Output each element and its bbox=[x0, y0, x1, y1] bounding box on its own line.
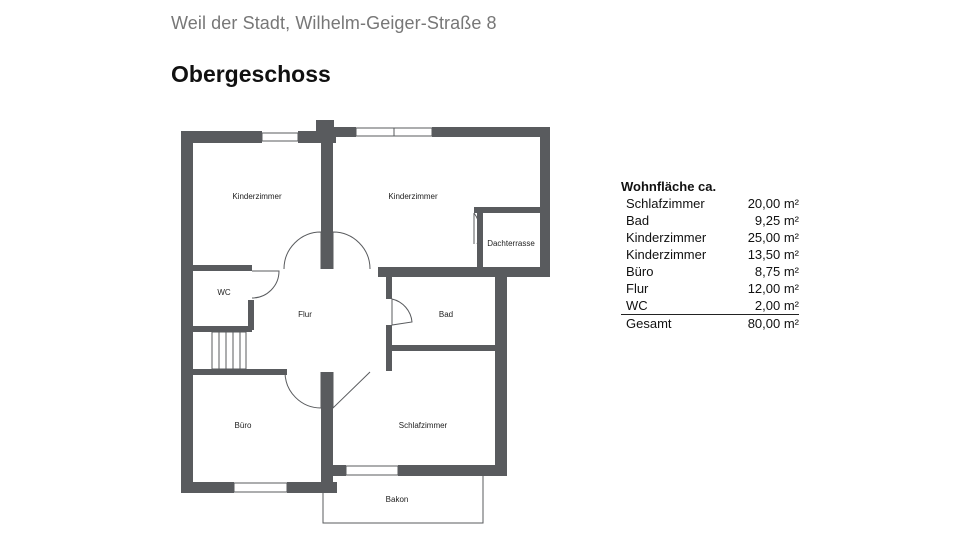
room-label-buero: Büro bbox=[235, 421, 252, 430]
area-row-value: 2,00 m² bbox=[754, 298, 799, 313]
room-label-wc: WC bbox=[217, 288, 231, 297]
room-label-flur: Flur bbox=[298, 310, 312, 319]
windows bbox=[233, 127, 433, 493]
area-row-value: 20,00 m² bbox=[747, 196, 799, 211]
room-label-balkon: Bakon bbox=[386, 495, 409, 504]
area-row-room: Kinderzimmer bbox=[626, 247, 707, 262]
area-row-value: 13,50 m² bbox=[747, 247, 799, 262]
area-row-room: WC bbox=[626, 298, 648, 313]
area-row-room: Bad bbox=[626, 213, 650, 228]
room-label-dachterrasse: Dachterrasse bbox=[487, 239, 535, 248]
area-table-heading: Wohnfläche ca. bbox=[621, 179, 717, 194]
area-table: Wohnfläche ca. Schlafzimmer 20,00 m² Bad… bbox=[621, 178, 799, 332]
area-row: Kinderzimmer 25,00 m² bbox=[621, 229, 799, 246]
area-row: Flur 12,00 m² bbox=[621, 280, 799, 297]
stairs bbox=[211, 331, 247, 370]
area-row: WC 2,00 m² bbox=[621, 297, 799, 314]
area-total-row: Gesamt 80,00 m² bbox=[621, 314, 799, 332]
area-row-value: 12,00 m² bbox=[747, 281, 799, 296]
walls bbox=[181, 120, 550, 493]
area-row: Kinderzimmer 13,50 m² bbox=[621, 246, 799, 263]
room-label-kinderzimmer-2: Kinderzimmer bbox=[388, 192, 438, 201]
area-row-value: 8,75 m² bbox=[754, 264, 799, 279]
balcony-outline bbox=[322, 476, 484, 524]
area-row-room: Kinderzimmer bbox=[626, 230, 707, 245]
door-swings bbox=[251, 212, 481, 410]
room-label-kinderzimmer-1: Kinderzimmer bbox=[232, 192, 282, 201]
area-row-room: Büro bbox=[626, 264, 654, 279]
room-label-schlafzimmer: Schlafzimmer bbox=[399, 421, 448, 430]
address-subtitle: Weil der Stadt, Wilhelm-Geiger-Straße 8 bbox=[171, 13, 497, 33]
area-row-value: 9,25 m² bbox=[754, 213, 799, 228]
area-total-label: Gesamt bbox=[626, 316, 672, 331]
area-row-value: 25,00 m² bbox=[747, 230, 799, 245]
area-row-room: Schlafzimmer bbox=[626, 196, 705, 211]
area-row: Bad 9,25 m² bbox=[621, 212, 799, 229]
page-title: Obergeschoss bbox=[171, 61, 331, 87]
area-total-value: 80,00 m² bbox=[747, 316, 799, 331]
area-row: Büro 8,75 m² bbox=[621, 263, 799, 280]
area-row: Schlafzimmer 20,00 m² bbox=[621, 195, 799, 212]
room-label-bad: Bad bbox=[439, 310, 453, 319]
area-row-room: Flur bbox=[626, 281, 649, 296]
